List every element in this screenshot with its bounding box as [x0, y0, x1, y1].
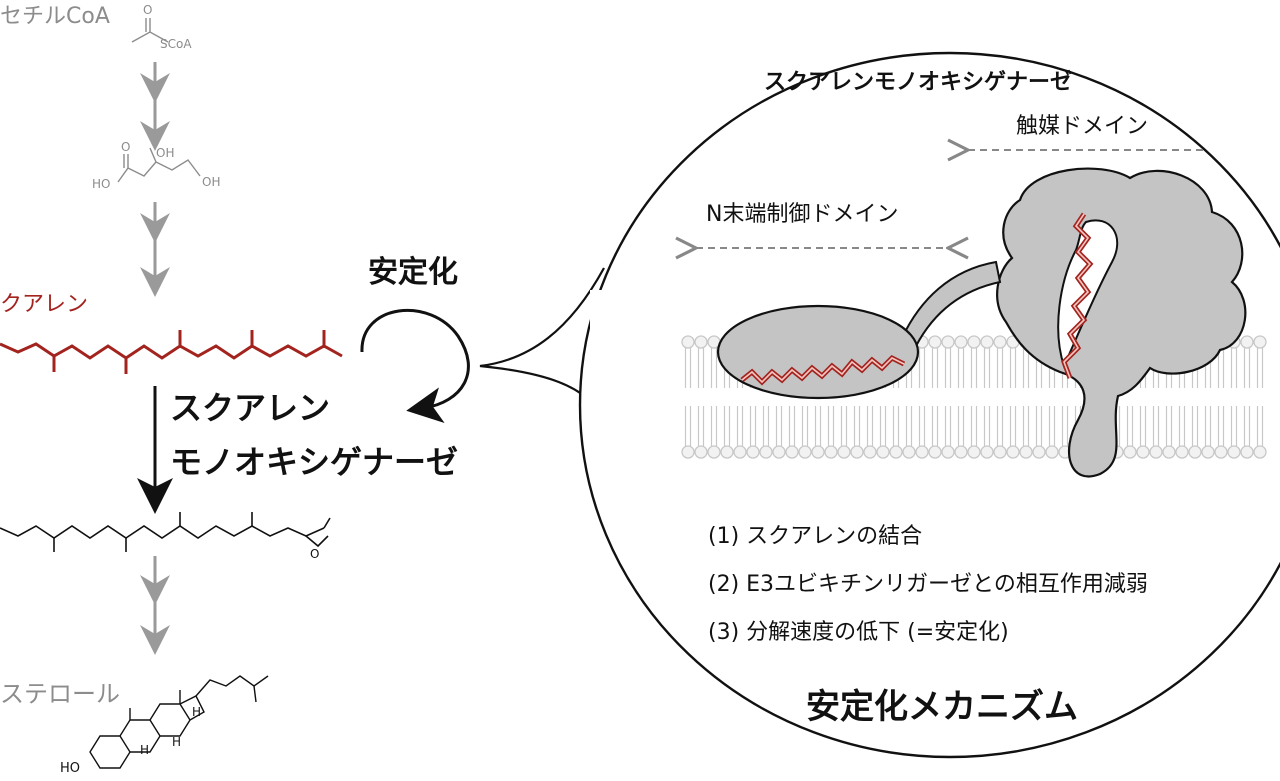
callout-bubble — [578, 51, 1280, 759]
step-3: (3) 分解速度の低下 (=安定化) — [708, 620, 1009, 645]
lipid-head — [1227, 445, 1241, 459]
lipid-head — [746, 445, 760, 459]
lipid-head — [1188, 445, 1202, 459]
mevalonate-ho: HO — [92, 177, 111, 191]
mechanism-title: 安定化メカニズム — [806, 687, 1078, 727]
mevalonate-oh-2: OH — [202, 175, 221, 189]
step-2: (2) E3ユビキチンリガーゼとの相互作用減弱 — [708, 572, 1148, 597]
lipid-head — [694, 445, 708, 459]
lipid-head — [733, 445, 747, 459]
inset-title: スクアレンモノオキシゲナーゼ — [764, 70, 1073, 95]
lipid-head — [954, 335, 968, 349]
sterol-structure — [89, 675, 269, 769]
lipid-head — [928, 335, 942, 349]
lipid-head — [980, 445, 994, 459]
lipid-head — [1032, 445, 1046, 459]
stabilization-arrow — [360, 309, 470, 423]
lipid-head — [798, 445, 812, 459]
lipid-head — [681, 335, 695, 349]
stabilization-label: 安定化 — [368, 255, 458, 290]
mevalonate-oh-1: OH — [156, 146, 175, 160]
lipid-head — [902, 445, 916, 459]
enzyme-name-line-2: モノオキシゲナーゼ — [170, 443, 459, 481]
catalytic-domain-label: 触媒ドメイン — [1016, 114, 1149, 139]
oxidosqualene-details — [53, 512, 331, 552]
lipid-head — [850, 445, 864, 459]
lipid-head — [837, 445, 851, 459]
lipid-head — [980, 335, 994, 349]
lipid-head — [824, 445, 838, 459]
lipid-head — [1149, 445, 1163, 459]
lipid-head — [1201, 445, 1215, 459]
sterol-ho: HO — [60, 761, 81, 776]
acetyl-coa-scoa: SCoA — [160, 37, 192, 51]
squalene-methyls — [52, 330, 326, 374]
lipid-head — [993, 445, 1007, 459]
mevalonate-structure — [117, 147, 201, 183]
lipid-head — [1123, 445, 1137, 459]
lipid-head — [707, 445, 721, 459]
lipid-head — [694, 335, 708, 349]
epoxide-oxygen: O — [310, 547, 320, 561]
lipid-head — [863, 445, 877, 459]
lipid-head — [876, 445, 890, 459]
lipid-head — [759, 445, 773, 459]
acetyl-coa-oxygen: O — [143, 3, 153, 17]
mevalonate-oxygen: O — [121, 140, 131, 154]
callout-tail-joint — [590, 290, 614, 400]
n-terminal-domain-label: N末端制御ドメイン — [706, 202, 899, 227]
linker — [900, 260, 1002, 348]
lipid-head — [941, 445, 955, 459]
lipid-head — [915, 445, 929, 459]
lipid-head — [1136, 445, 1150, 459]
lipid-head — [1240, 445, 1254, 459]
lipid-head — [928, 445, 942, 459]
lipid-head — [1162, 445, 1176, 459]
lipid-head — [1253, 445, 1267, 459]
enzyme-name-line-1: スクアレン — [170, 389, 331, 427]
lipid-head — [1006, 445, 1020, 459]
lipid-head — [1214, 445, 1228, 459]
lipid-head — [785, 445, 799, 459]
catalytic-domain — [996, 167, 1247, 478]
lipid-head — [1045, 445, 1059, 459]
lipid-head — [1253, 335, 1267, 349]
n-terminal-domain — [716, 304, 920, 400]
lipid-head — [772, 445, 786, 459]
lipid-head — [1240, 335, 1254, 349]
lipid-head — [954, 445, 968, 459]
lipid-head — [1175, 445, 1189, 459]
lipid-head — [681, 445, 695, 459]
squalene-structure — [0, 342, 343, 360]
acetyl-coa-structure — [131, 18, 169, 43]
lipid-head — [941, 335, 955, 349]
lipid-head — [1019, 445, 1033, 459]
oxidosqualene-structure — [0, 525, 325, 539]
sterol-h-1: H — [192, 705, 202, 719]
lipid-head — [967, 445, 981, 459]
lipid-head — [811, 445, 825, 459]
sterol-h-2: H — [140, 743, 150, 757]
acetyl-coa-label: セチルCoA — [0, 4, 110, 29]
squalene-label: クアレン — [0, 292, 89, 317]
lipid-head — [993, 335, 1007, 349]
step-1: (1) スクアレンの結合 — [708, 524, 923, 549]
lipid-head — [889, 445, 903, 459]
sterol-label: ステロール — [0, 680, 120, 708]
lipid-head — [967, 335, 981, 349]
sterol-h-3: H — [172, 735, 182, 749]
lipid-head — [720, 445, 734, 459]
